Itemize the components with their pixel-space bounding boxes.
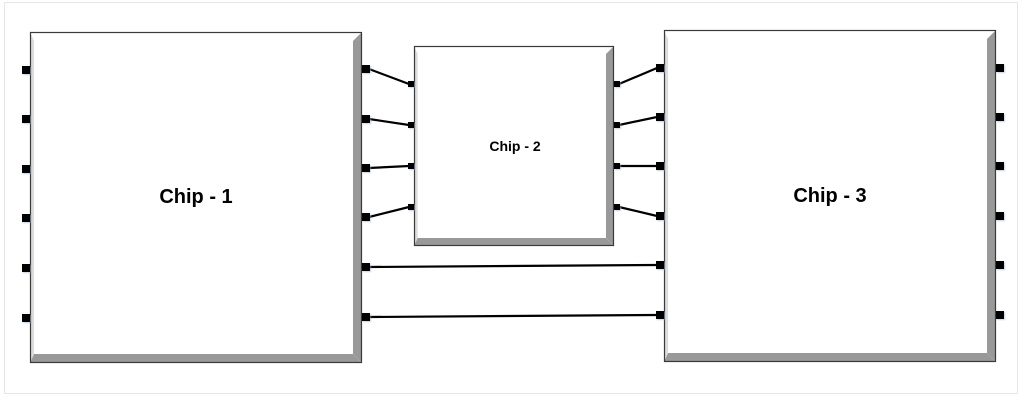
chip3-left-pin-6 bbox=[656, 311, 664, 319]
chip3-right-pin-6 bbox=[996, 311, 1004, 319]
chip3-left-pin-3 bbox=[656, 162, 664, 170]
chip3-right-pin-4 bbox=[996, 212, 1004, 220]
wire-chip2-right-2-to-chip3-left-2 bbox=[618, 115, 658, 127]
chip3-left-pin-5 bbox=[656, 261, 664, 269]
chip1-right-pin-3 bbox=[362, 164, 370, 172]
chip2-left-pin-1 bbox=[408, 81, 414, 87]
chip2-right-pin-3 bbox=[614, 163, 620, 169]
chip2-bevel-bottom bbox=[414, 238, 614, 246]
chip2-box bbox=[413, 45, 615, 247]
chip1-face bbox=[30, 32, 362, 363]
chip1-right-pin-4 bbox=[362, 213, 370, 221]
chip3-bevel-right bbox=[987, 30, 996, 362]
chip3-bevel-bottom bbox=[664, 353, 996, 362]
chip1-right-pin-1 bbox=[362, 65, 370, 73]
chip3-left-pin-1 bbox=[656, 64, 664, 72]
chip1-left-pin-4 bbox=[22, 214, 30, 222]
chip3-left-pin-4 bbox=[656, 212, 664, 220]
chip1-left-pin-3 bbox=[22, 165, 30, 173]
chip3-face bbox=[664, 30, 996, 362]
chip2-bevel-right bbox=[606, 46, 614, 246]
chip3-right-pin-2 bbox=[996, 113, 1004, 121]
chip1-right-pin-5 bbox=[362, 263, 370, 271]
labels-layer: Chip - 1 Chip - 2 Chip - 3 bbox=[159, 138, 866, 208]
chip2-left-pin-4 bbox=[408, 204, 414, 210]
chip2-outline bbox=[413, 45, 615, 247]
chip1-label: Chip - 1 bbox=[159, 186, 232, 208]
chip3-right-pin-5 bbox=[996, 261, 1004, 269]
chip1-right-pin-6 bbox=[362, 313, 370, 321]
wires-layer bbox=[368, 66, 658, 319]
chip1-right-pin-2 bbox=[362, 115, 370, 123]
chip1-left-pin-1 bbox=[22, 66, 30, 74]
chip1-left-pin-6 bbox=[22, 314, 30, 322]
chip2-label: Chip - 2 bbox=[489, 138, 541, 154]
wire-chip1-right-3-to-chip2-left-3 bbox=[368, 164, 410, 170]
chip1-box bbox=[29, 31, 363, 364]
wire-chip1-right-1-to-chip2-left-1 bbox=[368, 67, 410, 86]
chip3-box bbox=[663, 29, 997, 363]
chip2-right-pin-2 bbox=[614, 122, 620, 128]
chip1-left-pin-5 bbox=[22, 264, 30, 272]
wire-chip1-right-6-to-chip3-left-6 bbox=[368, 313, 658, 319]
wire-chip1-right-4-to-chip2-left-4 bbox=[368, 205, 410, 219]
wire-chip2-right-4-to-chip3-left-4 bbox=[618, 205, 658, 218]
chip3-right-pin-1 bbox=[996, 64, 1004, 72]
chip2-left-pin-3 bbox=[408, 163, 414, 169]
wire-chip1-right-5-to-chip3-left-5 bbox=[368, 263, 658, 269]
chip1-bevel-right bbox=[353, 32, 362, 363]
wire-chip2-right-1-to-chip3-left-1 bbox=[618, 66, 658, 86]
chip2-face bbox=[414, 46, 614, 246]
chip2-right-pin-1 bbox=[614, 81, 620, 87]
chip1-outline bbox=[29, 31, 363, 364]
chip3-right-pin-3 bbox=[996, 162, 1004, 170]
chip2-left-pin-2 bbox=[408, 122, 414, 128]
pins-layer bbox=[22, 64, 1004, 322]
chips-layer bbox=[29, 29, 997, 364]
chip3-outline bbox=[663, 29, 997, 363]
chip3-left-pin-2 bbox=[656, 113, 664, 121]
chip1-left-pin-2 bbox=[22, 115, 30, 123]
chip2-right-pin-4 bbox=[614, 204, 620, 210]
chip3-label: Chip - 3 bbox=[793, 185, 866, 207]
wire-chip1-right-2-to-chip2-left-2 bbox=[368, 117, 410, 127]
chip1-bevel-bottom bbox=[30, 354, 362, 363]
